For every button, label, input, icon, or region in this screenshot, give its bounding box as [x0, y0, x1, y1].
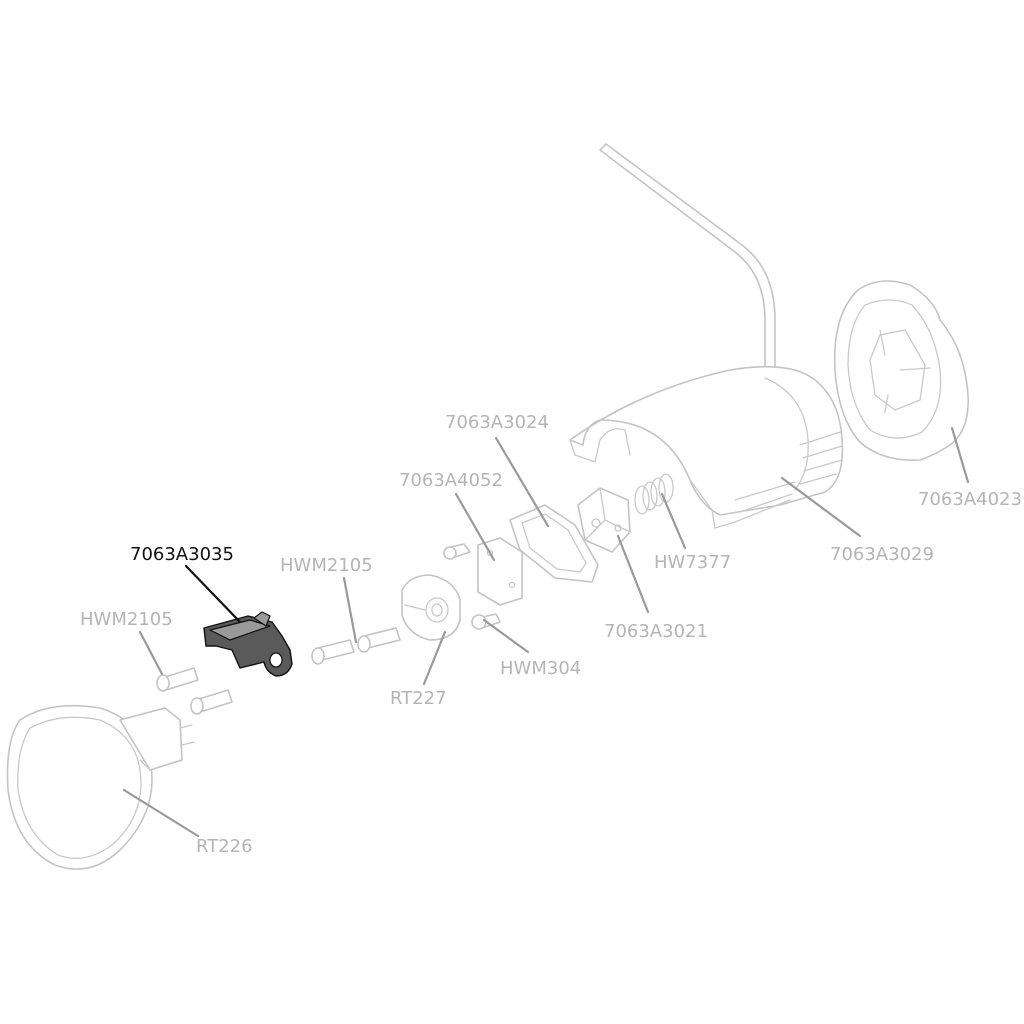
part-RT227-lampholder: [401, 574, 461, 641]
leader-7063A4052: [454, 492, 496, 562]
label-7063A3029: 7063A3029: [830, 544, 934, 565]
part-labels: 7063A3035 HWM2105 HWM2105 7063A4052 7063…: [80, 412, 1022, 857]
part-7063A3024-gasket: [509, 504, 599, 583]
leader-HWM304: [482, 618, 530, 654]
label-7063A4052: 7063A4052: [399, 470, 503, 491]
label-RT227: RT227: [390, 688, 447, 709]
part-HWM2105-left-screws: [156, 667, 233, 715]
leader-HWM2105-mid: [342, 576, 358, 644]
leader-7063A3029: [780, 476, 862, 538]
leader-RT227: [422, 630, 447, 686]
label-7063A4023: 7063A4023: [918, 489, 1022, 510]
label-HWM2105-mid: HWM2105: [280, 555, 373, 576]
label-7063A3024: 7063A3024: [445, 412, 549, 433]
label-RT226: RT226: [196, 836, 253, 857]
part-7063A3029-housing: [569, 365, 844, 529]
label-HWM304: HWM304: [500, 658, 581, 679]
part-7063A4052-plate: [477, 537, 523, 606]
leader-7063A3035: [184, 564, 242, 624]
leader-lines: [122, 426, 970, 838]
part-small-screws: [443, 543, 501, 630]
label-7063A3021: 7063A3021: [604, 621, 708, 642]
leader-HWM2105-left: [138, 630, 164, 676]
leader-RT226: [122, 788, 200, 838]
part-7063A4023-endcap: [833, 280, 969, 461]
leader-7063A3024: [494, 436, 550, 528]
leader-7063A3021: [616, 534, 650, 614]
leader-7063A4023: [950, 426, 970, 484]
part-RT226-lamp: [6, 704, 195, 870]
label-HW7377: HW7377: [654, 552, 731, 573]
part-HWM2105-mid-screws: [311, 627, 401, 665]
label-HWM2105-left: HWM2105: [80, 609, 173, 630]
label-7063A3035: 7063A3035: [130, 544, 234, 565]
part-7063A3035-bracket: [203, 611, 293, 677]
antenna-cable: [599, 143, 776, 386]
leader-HW7377: [660, 492, 687, 550]
